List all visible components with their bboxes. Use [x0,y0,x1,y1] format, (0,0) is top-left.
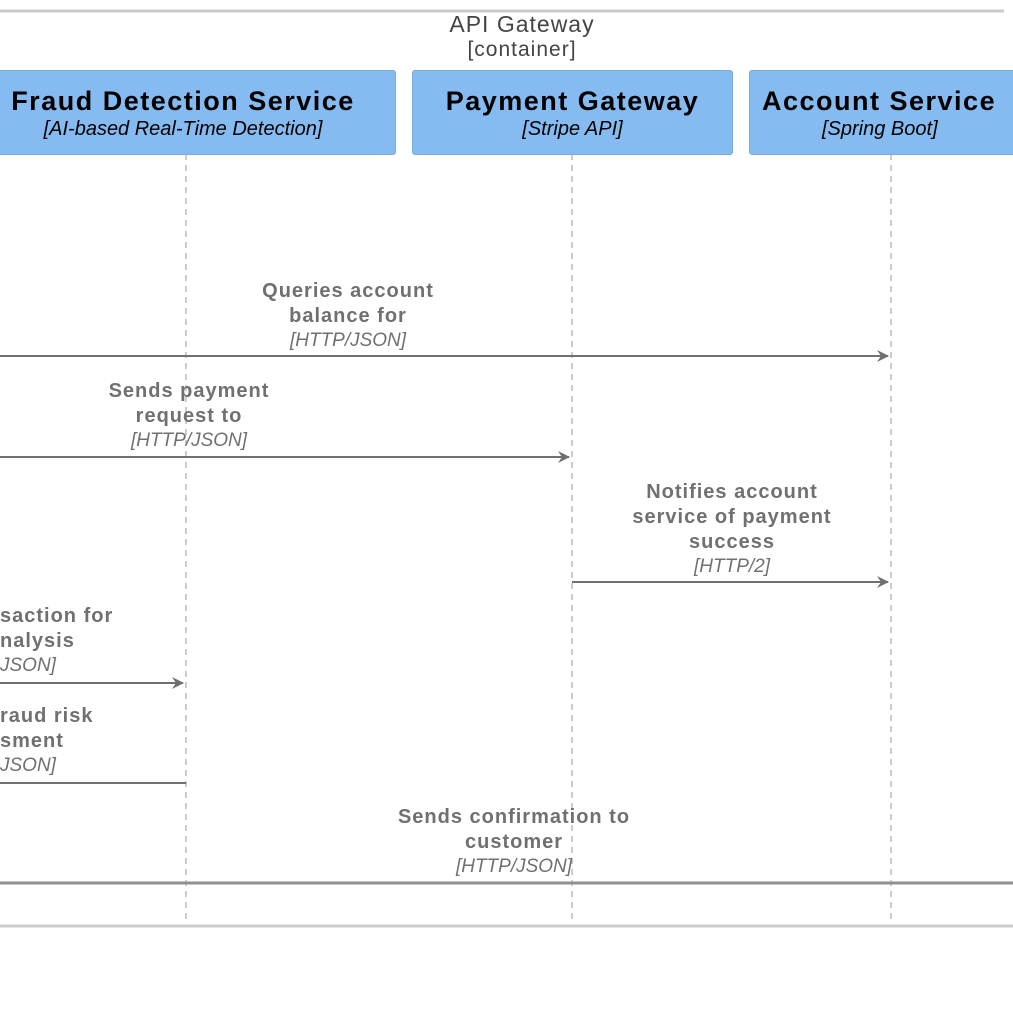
message-label-6: Sends confirmation to customer [HTTP/JSO… [354,805,674,879]
message-text-line: Sends confirmation to [397,806,631,828]
message-label-3: Notifies account service of payment succ… [582,480,882,579]
boundary-name: API Gateway [449,11,595,37]
boundary-title: API Gateway [container] [372,12,672,62]
participant-tech: [Stripe API] [522,118,623,140]
message-label-4: saction for nalysis JSON] [0,604,140,678]
message-label-5: raud risk sment JSON] [0,704,140,778]
message-text-line: customer [464,831,564,853]
message-text-line: Sends payment [108,380,270,402]
message-protocol: [HTTP/2] [693,556,770,577]
message-protocol: JSON] [0,755,56,776]
participant-fraud-detection-service[interactable]: Fraud Detection Service [AI-based Real-T… [0,70,396,155]
message-text-line: nalysis [0,630,75,652]
message-text-line: sment [0,730,64,752]
participant-tech: [Spring Boot] [822,118,938,140]
message-text-line: Notifies account [646,481,818,503]
message-text-line: success [689,531,775,553]
message-text-line: saction for [0,605,114,627]
participant-payment-gateway[interactable]: Payment Gateway [Stripe API] [412,70,733,155]
participant-name: Account Service [762,86,997,116]
participant-account-service[interactable]: Account Service [Spring Boot] [749,70,1013,155]
participant-name: Fraud Detection Service [11,86,355,116]
boundary-type: [container] [467,38,577,61]
message-protocol: [HTTP/JSON] [289,330,407,351]
message-text-line: raud risk [0,705,94,727]
message-text-line: Queries account [262,280,434,302]
message-label-1: Queries account balance for [HTTP/JSON] [198,279,498,353]
message-label-2: Sends payment request to [HTTP/JSON] [39,379,339,453]
message-text-line: balance for [289,305,407,327]
participant-tech: [AI-based Real-Time Detection] [43,118,323,140]
message-text-line: service of payment [632,506,832,528]
message-protocol: [HTTP/JSON] [130,430,248,451]
message-text-line: request to [135,405,243,427]
participant-name: Payment Gateway [445,86,700,116]
message-protocol: [HTTP/JSON] [455,856,573,877]
message-protocol: JSON] [0,655,56,676]
